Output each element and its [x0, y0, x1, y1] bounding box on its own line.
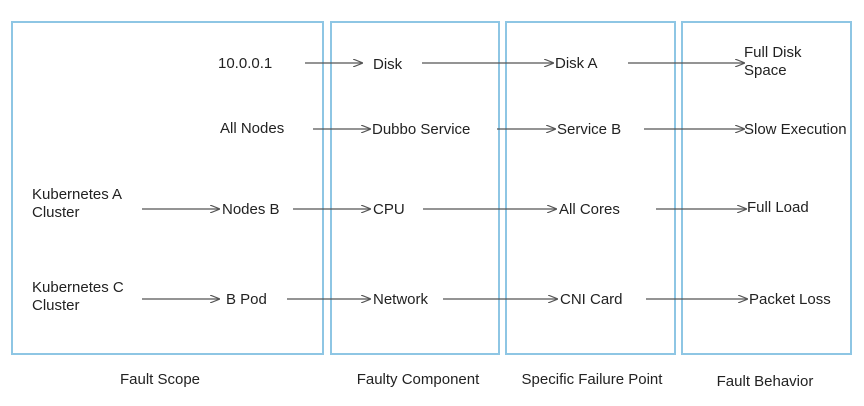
- scope-origin-line: Cluster: [32, 204, 80, 221]
- component-node: Network: [373, 291, 429, 308]
- scope-origin-node: Kubernetes C Cluster: [32, 279, 124, 315]
- component-node: Disk: [373, 56, 403, 73]
- failure-point-node: All Cores: [559, 201, 620, 218]
- failure-point-node: Disk A: [555, 55, 598, 72]
- behavior-node: Full Load: [747, 199, 809, 216]
- scope-origin-line: Kubernetes A: [32, 186, 123, 203]
- failure-point-node: Service B: [557, 121, 622, 138]
- scope-origin-line: Kubernetes C: [32, 279, 124, 296]
- behavior-node: Slow Execution: [744, 121, 847, 138]
- scope-node: Nodes B: [222, 201, 280, 218]
- behavior-line: Full Disk: [744, 44, 802, 61]
- behavior-line: Space: [744, 62, 787, 79]
- scope-node: B Pod: [226, 291, 267, 308]
- component-node: CPU: [373, 201, 405, 218]
- behavior-node: Full Disk Space: [744, 44, 802, 80]
- scope-origin-line: Cluster: [32, 297, 80, 314]
- failure-point-node: CNI Card: [560, 291, 623, 308]
- scope-origin-node: Kubernetes A Cluster: [32, 186, 122, 222]
- column-label-faulty-component: Faulty Component: [356, 371, 480, 388]
- component-node: Dubbo Service: [372, 121, 471, 138]
- scope-node: 10.0.0.1: [218, 55, 273, 72]
- scope-node: All Nodes: [220, 120, 285, 137]
- behavior-node: Packet Loss: [749, 291, 831, 308]
- column-label-fault-behavior: Fault Behavior: [716, 373, 814, 390]
- column-label-failure-point: Specific Failure Point: [521, 371, 663, 388]
- column-label-fault-scope: Fault Scope: [119, 371, 201, 388]
